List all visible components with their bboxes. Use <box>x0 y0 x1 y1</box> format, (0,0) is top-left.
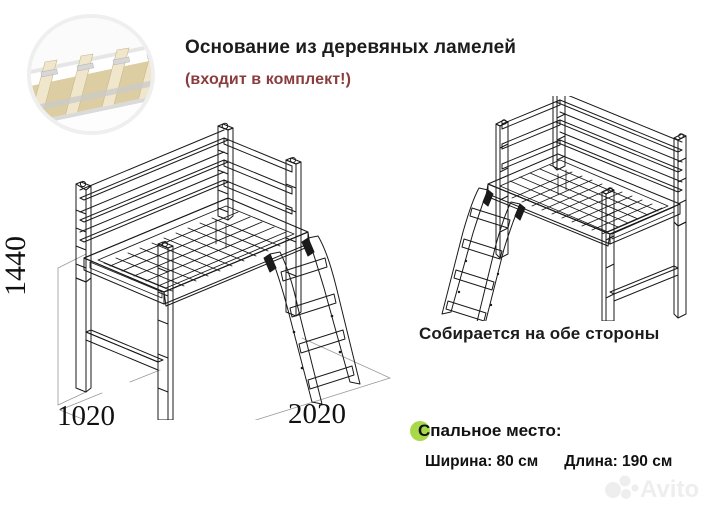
green-bullet-icon <box>410 421 430 441</box>
both-sides-note: Собирается на обе стороны <box>419 324 660 343</box>
sleeping-place-dimensions: Ширина: 80 см Длина: 190 см <box>425 453 672 471</box>
page-title: Основание из деревяных ламелей <box>185 37 517 58</box>
slat-photo-illustration <box>31 18 151 131</box>
page-subtitle: (входит в комплект!) <box>185 71 351 88</box>
dimension-length-label: 2020 <box>288 398 346 430</box>
sleeping-place-heading: Спальное место: <box>418 421 562 440</box>
dimension-depth-label: 1020 <box>57 400 115 432</box>
bed-width-label: Ширина: 80 см <box>425 453 539 470</box>
loft-bed-ladder-left-drawing <box>441 96 687 321</box>
wooden-slat-base-photo <box>27 14 155 135</box>
dimension-height-label: 1440 <box>0 236 32 296</box>
svg-text:Avito: Avito <box>640 476 699 503</box>
bed-length-label: Длина: 190 см <box>564 453 673 470</box>
avito-watermark: Avito <box>605 475 699 503</box>
loft-bed-ladder-right-drawing <box>57 122 391 420</box>
